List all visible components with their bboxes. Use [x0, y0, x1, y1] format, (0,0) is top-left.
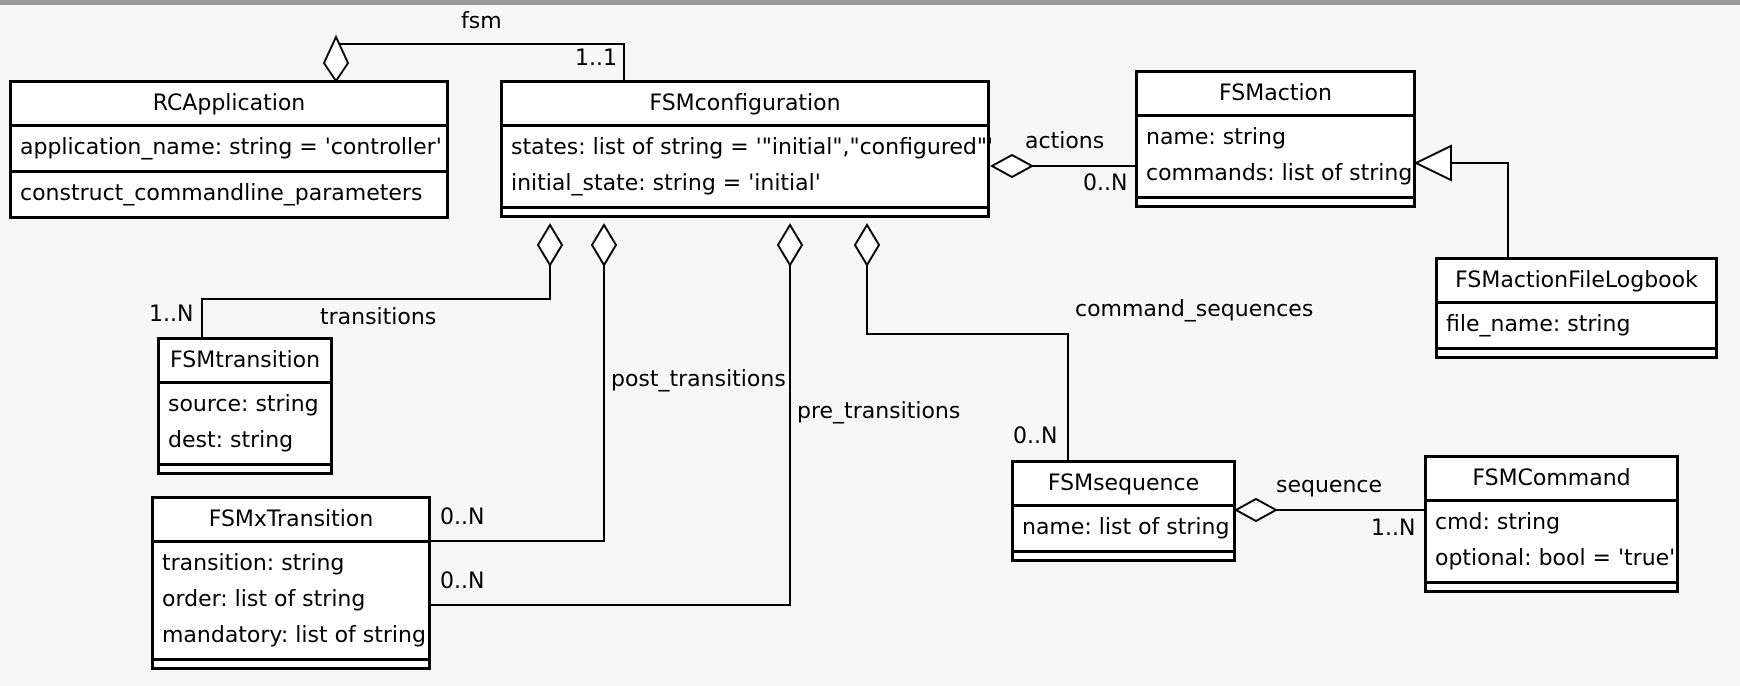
class-rcapplication[interactable]: RCApplication application_name: string =…: [9, 80, 449, 219]
transitions-multiplicity-label: 1..N: [149, 302, 194, 327]
command-sequences-multiplicity-label: 0..N: [1013, 424, 1058, 449]
operation-section: [1427, 584, 1676, 590]
post-transitions-aggregation-diamond: [590, 223, 618, 267]
inheritance-triangle: [1413, 144, 1452, 182]
attribute-section: name: list of string: [1014, 507, 1233, 553]
attribute: order: list of string: [162, 587, 366, 612]
pre-transitions-role-label: pre_transitions: [797, 399, 961, 424]
fsm-multiplicity-label: 1..1: [575, 46, 617, 71]
class-fsmconfiguration[interactable]: FSMconfiguration states: list of string …: [500, 80, 994, 218]
pre-transitions-multiplicity-label: 0..N: [440, 569, 485, 594]
attribute: states: list of string = '"initial","con…: [511, 135, 994, 160]
class-name: FSMconfiguration: [503, 83, 987, 127]
transitions-role-label: transitions: [320, 305, 437, 330]
attribute: initial_state: string = 'initial': [511, 171, 821, 196]
class-fsmactionfilelogbook[interactable]: FSMactionFileLogbook file_name: string: [1435, 257, 1718, 359]
attribute-section: transition: string order: list of string…: [154, 543, 428, 661]
class-name: FSMCommand: [1427, 458, 1676, 502]
attribute: name: string: [1146, 125, 1286, 150]
operation-section: [503, 209, 987, 215]
class-name: FSMtransition: [160, 340, 330, 384]
post-transitions-multiplicity-label: 0..N: [440, 505, 485, 530]
attribute-section: application_name: string = 'controller': [12, 127, 446, 173]
attribute-section: states: list of string = '"initial","con…: [503, 127, 994, 209]
attribute: commands: list of string: [1146, 161, 1413, 186]
operation-section: [1138, 199, 1413, 205]
pre-transitions-association-line: [431, 265, 791, 606]
attribute: dest: string: [168, 428, 294, 453]
class-name: FSMsequence: [1014, 463, 1233, 507]
operation-section: [160, 466, 330, 472]
operation-section: [1438, 350, 1715, 356]
sequence-aggregation-diamond: [1233, 497, 1279, 523]
attribute-section: cmd: string optional: bool = 'true': [1427, 502, 1676, 584]
attribute: application_name: string = 'controller': [20, 135, 442, 160]
class-name: FSMxTransition: [154, 499, 428, 543]
attribute: cmd: string: [1435, 510, 1561, 535]
operation-section: construct_commandline_parameters: [12, 173, 446, 216]
post-transitions-association-line: [431, 265, 605, 542]
transitions-aggregation-diamond: [536, 223, 564, 267]
fsm-role-label: fsm: [461, 9, 502, 34]
sequence-multiplicity-label: 1..N: [1371, 516, 1416, 541]
class-name: RCApplication: [12, 83, 446, 127]
attribute: transition: string: [162, 551, 345, 576]
class-fsmcommand[interactable]: FSMCommand cmd: string optional: bool = …: [1424, 455, 1679, 593]
command-sequences-aggregation-diamond: [853, 223, 881, 267]
attribute: file_name: string: [1446, 312, 1631, 337]
attribute: mandatory: list of string: [162, 623, 426, 648]
attribute-section: name: string commands: list of string: [1138, 117, 1413, 199]
attribute: source: string: [168, 392, 319, 417]
operation: construct_commandline_parameters: [20, 181, 423, 206]
inheritance-line: [1451, 162, 1509, 257]
operation-section: [154, 661, 428, 667]
sequence-role-label: sequence: [1276, 473, 1383, 498]
class-name: FSMaction: [1138, 73, 1413, 117]
class-fsmtransition[interactable]: FSMtransition source: string dest: strin…: [157, 337, 333, 475]
attribute-section: source: string dest: string: [160, 384, 330, 466]
command-sequences-association-line: [866, 265, 1069, 460]
window-top-border: [0, 0, 1740, 5]
class-fsmsequence[interactable]: FSMsequence name: list of string: [1011, 460, 1236, 562]
attribute-section: file_name: string: [1438, 304, 1715, 350]
class-fsmxtransition[interactable]: FSMxTransition transition: string order:…: [151, 496, 431, 670]
actions-aggregation-diamond: [989, 153, 1035, 179]
transitions-association-line: [201, 265, 551, 337]
actions-role-label: actions: [1025, 129, 1105, 154]
command-sequences-role-label: command_sequences: [1075, 297, 1314, 322]
attribute: name: list of string: [1022, 515, 1230, 540]
class-fsmaction[interactable]: FSMaction name: string commands: list of…: [1135, 70, 1416, 208]
post-transitions-role-label: post_transitions: [611, 367, 786, 392]
class-name: FSMactionFileLogbook: [1438, 260, 1715, 304]
pre-transitions-aggregation-diamond: [776, 223, 804, 267]
actions-multiplicity-label: 0..N: [1083, 171, 1128, 196]
attribute: optional: bool = 'true': [1435, 546, 1676, 571]
operation-section: [1014, 553, 1233, 559]
